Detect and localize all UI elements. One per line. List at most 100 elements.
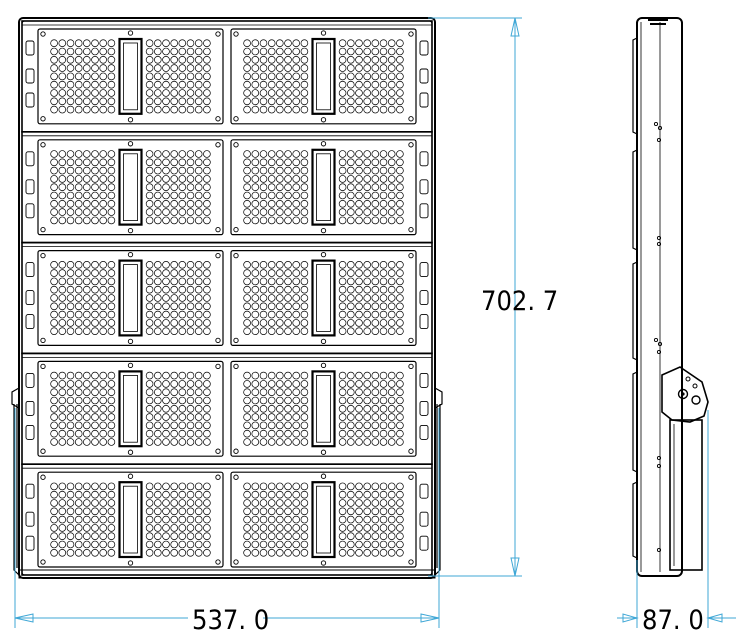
led-lens xyxy=(58,507,67,516)
led-lens xyxy=(300,269,309,277)
led-lens xyxy=(99,490,107,499)
led-lens xyxy=(178,175,187,183)
led-lens xyxy=(259,64,268,72)
led-lens xyxy=(259,515,268,524)
led-lens xyxy=(396,56,404,64)
led-lens xyxy=(186,285,195,294)
led-lens xyxy=(145,319,154,327)
led-lens xyxy=(178,64,187,72)
led-lens xyxy=(251,302,260,311)
led-lens xyxy=(300,89,309,97)
led-lens xyxy=(347,277,355,286)
led-lens xyxy=(363,388,371,396)
led-lens xyxy=(99,421,107,430)
led-lens xyxy=(300,310,309,319)
led-lens xyxy=(396,388,404,396)
led-lens xyxy=(379,429,388,438)
led-lens xyxy=(284,191,292,200)
led-lens xyxy=(203,302,211,311)
led-lens xyxy=(145,166,154,175)
led-lens xyxy=(379,216,388,225)
side-hole xyxy=(656,137,662,143)
led-lens xyxy=(58,302,67,311)
screw xyxy=(408,142,414,148)
led-lens xyxy=(396,191,404,200)
led-lens xyxy=(66,261,75,269)
led-lens xyxy=(58,285,67,294)
led-lens xyxy=(154,396,162,405)
led-lens xyxy=(251,499,260,507)
led-lens xyxy=(107,105,116,114)
led-lens xyxy=(203,421,211,430)
led-lens xyxy=(162,64,170,72)
led-lens xyxy=(347,396,355,405)
led-lens xyxy=(355,39,363,47)
led-lens xyxy=(154,294,162,302)
led-lens xyxy=(363,56,371,64)
led-lens xyxy=(162,175,170,183)
led-lens xyxy=(276,515,284,524)
screw xyxy=(215,559,221,565)
led-lens xyxy=(267,405,276,413)
screw xyxy=(320,227,327,234)
led-lens xyxy=(66,388,75,396)
led-lens xyxy=(74,532,83,540)
led-lens xyxy=(292,302,300,311)
led-lens xyxy=(66,532,75,540)
led-module xyxy=(37,28,224,125)
led-lens xyxy=(267,105,276,114)
led-lens xyxy=(170,438,178,446)
led-lens xyxy=(203,310,211,319)
led-lens xyxy=(58,524,67,532)
led-lens xyxy=(251,277,260,286)
led-lens xyxy=(66,429,75,438)
led-lens xyxy=(91,532,99,540)
led-lens xyxy=(162,438,170,446)
led-lens xyxy=(194,175,203,183)
led-lens xyxy=(300,72,309,81)
led-lens xyxy=(91,105,99,114)
led-lens xyxy=(371,80,380,89)
led-lens xyxy=(194,302,203,311)
led-lens xyxy=(162,310,170,319)
led-lens xyxy=(355,89,363,97)
led-lens xyxy=(170,310,178,319)
led-lens xyxy=(267,490,276,499)
led-lens xyxy=(99,64,107,72)
led-lens xyxy=(186,191,195,200)
led-lens xyxy=(363,540,371,549)
led-lens xyxy=(74,319,83,327)
led-lens xyxy=(145,405,154,413)
led-lens xyxy=(203,39,211,47)
led-lens xyxy=(355,388,363,396)
led-lens xyxy=(300,39,309,47)
led-lens xyxy=(154,200,162,208)
led-lens xyxy=(363,285,371,294)
led-lens xyxy=(178,47,187,56)
side-connector xyxy=(25,151,35,167)
led-lens xyxy=(251,319,260,327)
led-lens xyxy=(186,438,195,446)
led-lens xyxy=(292,72,300,81)
side-hole xyxy=(657,341,663,347)
led-lens xyxy=(83,380,91,388)
led-lens xyxy=(83,166,91,175)
led-lens xyxy=(355,380,363,388)
led-lens xyxy=(396,183,404,191)
led-lens xyxy=(284,319,292,327)
side-connector xyxy=(25,424,35,440)
side-connector xyxy=(25,40,35,56)
side-hole xyxy=(653,337,659,343)
led-lens xyxy=(371,499,380,507)
led-lens xyxy=(83,105,91,114)
led-lens xyxy=(243,310,251,319)
led-lens xyxy=(243,47,251,56)
led-lens xyxy=(178,310,187,319)
led-lens xyxy=(145,97,154,106)
led-lens xyxy=(243,158,251,167)
led-lens xyxy=(371,388,380,396)
led-lens xyxy=(74,302,83,311)
led-lens xyxy=(154,507,162,516)
led-lens xyxy=(186,64,195,72)
led-lens xyxy=(284,105,292,114)
